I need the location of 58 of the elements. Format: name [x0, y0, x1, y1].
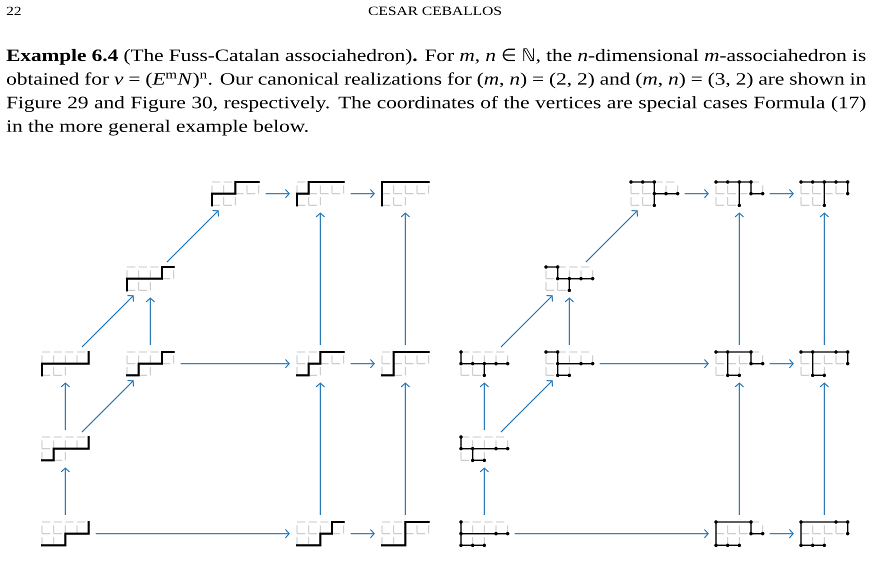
- arrow: [564, 297, 574, 345]
- page-number: 22: [6, 6, 21, 15]
- arrow: [316, 212, 325, 345]
- arrow: [480, 382, 489, 430]
- arrow: [734, 382, 744, 515]
- tree-drawing: [459, 520, 510, 548]
- tree-drawing: [629, 180, 680, 208]
- lattice-path-drawing: [40, 350, 90, 376]
- arrow: [500, 380, 554, 432]
- lattice-path-drawing: [210, 180, 260, 206]
- arrow: [60, 467, 70, 515]
- arrow: [820, 382, 829, 515]
- tree-drawing: [544, 350, 594, 378]
- arrow: [350, 359, 375, 368]
- tree-drawing: [714, 350, 764, 378]
- lattice-path-drawing: [296, 520, 345, 546]
- tree-drawing: [459, 350, 510, 378]
- lattice-path-drawing: [380, 350, 430, 376]
- tree-drawing: [459, 435, 510, 462]
- arrow: [60, 382, 70, 430]
- tree-drawing: [799, 350, 850, 378]
- lattice-path-drawing: [126, 350, 175, 376]
- tree-drawing: [544, 265, 594, 292]
- arrow: [96, 529, 290, 538]
- tree-drawing: [799, 520, 850, 548]
- lattice-path-drawing: [40, 520, 90, 546]
- arrow: [82, 294, 134, 348]
- arrow: [734, 212, 744, 345]
- arrow: [350, 189, 375, 198]
- arrow: [770, 529, 794, 538]
- arrow: [400, 212, 410, 345]
- tree-drawing: [714, 520, 764, 548]
- arrow: [600, 359, 709, 368]
- arrow: [480, 467, 489, 515]
- lattice-path-drawing: [40, 436, 90, 462]
- tree-drawing: [714, 180, 764, 208]
- lattice-path-drawing: [380, 180, 430, 206]
- arrow: [266, 189, 290, 198]
- arrow: [820, 212, 829, 345]
- arrow: [586, 210, 638, 262]
- lattice-path-drawing: [126, 266, 175, 292]
- arrow: [770, 359, 794, 368]
- arrow: [316, 382, 325, 515]
- arrow: [400, 382, 410, 515]
- arrow: [180, 359, 290, 368]
- lattice-path-drawing: [296, 180, 345, 206]
- arrow: [514, 529, 709, 538]
- arrow: [166, 210, 220, 262]
- arrow: [350, 529, 375, 538]
- tree-drawing: [799, 180, 850, 208]
- arrow: [146, 297, 155, 345]
- lattice-path-drawing: [296, 350, 345, 376]
- running-header: CESAR CEBALLOS: [368, 6, 501, 16]
- arrow: [684, 189, 709, 198]
- arrow: [770, 189, 794, 198]
- arrow: [82, 380, 134, 432]
- lattice-path-drawing: [380, 520, 430, 546]
- arrow: [500, 294, 554, 348]
